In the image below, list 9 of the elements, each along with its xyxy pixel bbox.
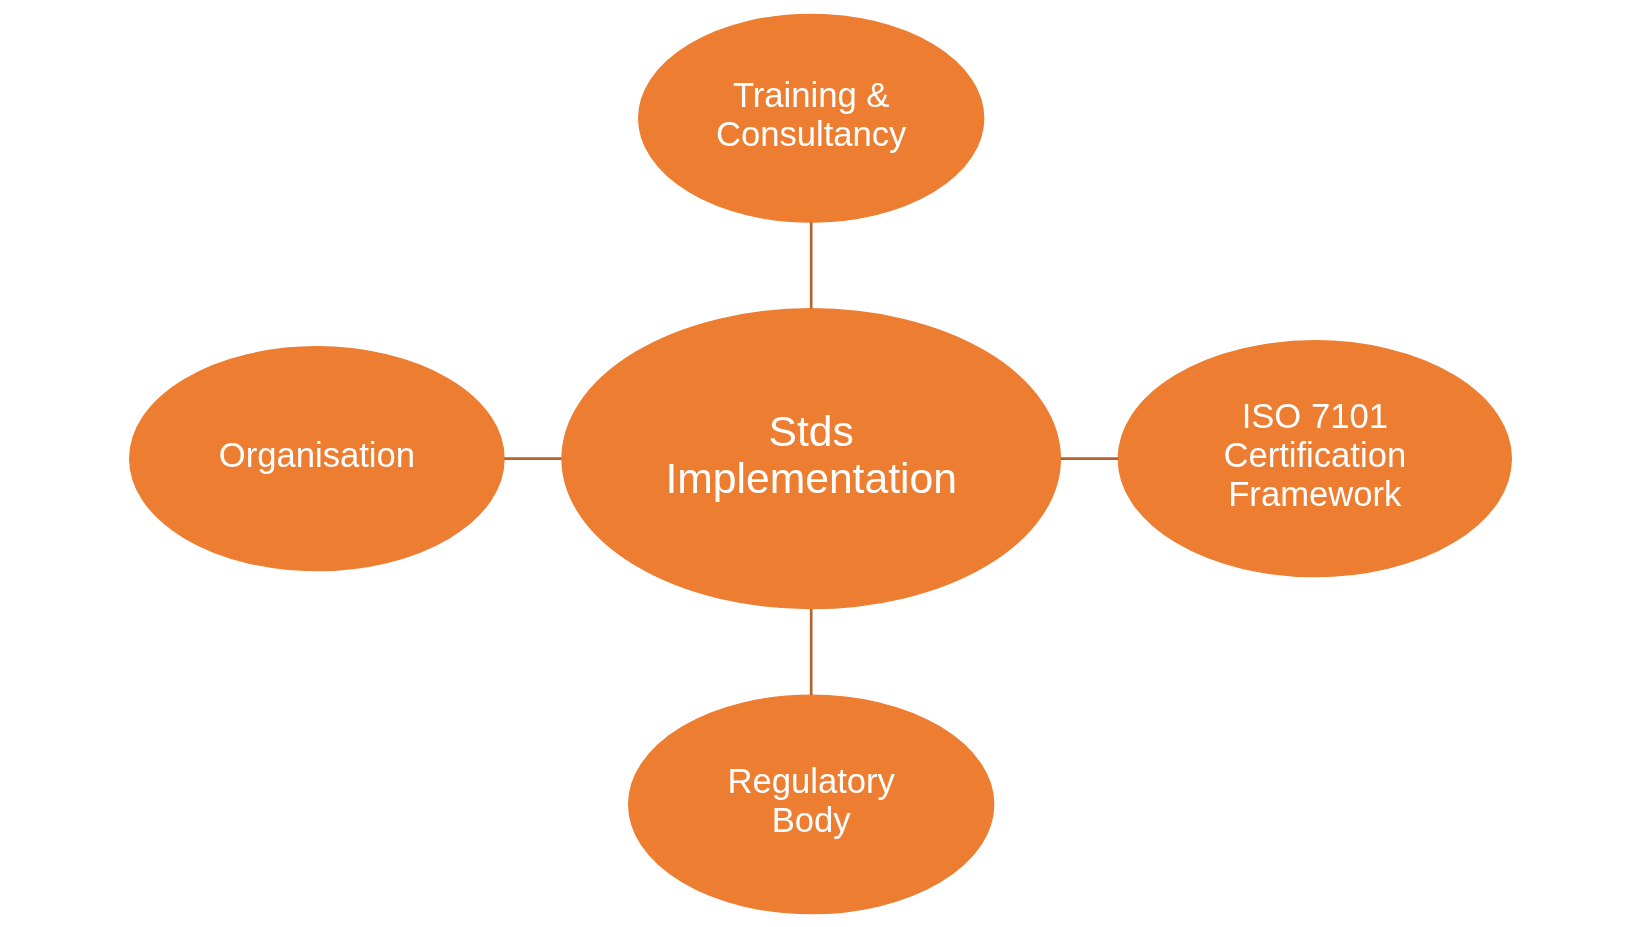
connector bbox=[809, 221, 813, 308]
connector bbox=[504, 456, 562, 460]
node-ellipse: ISO 7101 Certification Framework bbox=[1117, 339, 1512, 577]
node-ellipse: Training & Consultancy bbox=[637, 13, 985, 223]
connector bbox=[809, 608, 813, 695]
connector bbox=[1060, 456, 1119, 460]
node-ellipse: Regulatory Body bbox=[627, 694, 995, 914]
node-ellipse: Organisation bbox=[129, 345, 505, 571]
node-ellipse: Stds Implementation bbox=[561, 307, 1061, 609]
